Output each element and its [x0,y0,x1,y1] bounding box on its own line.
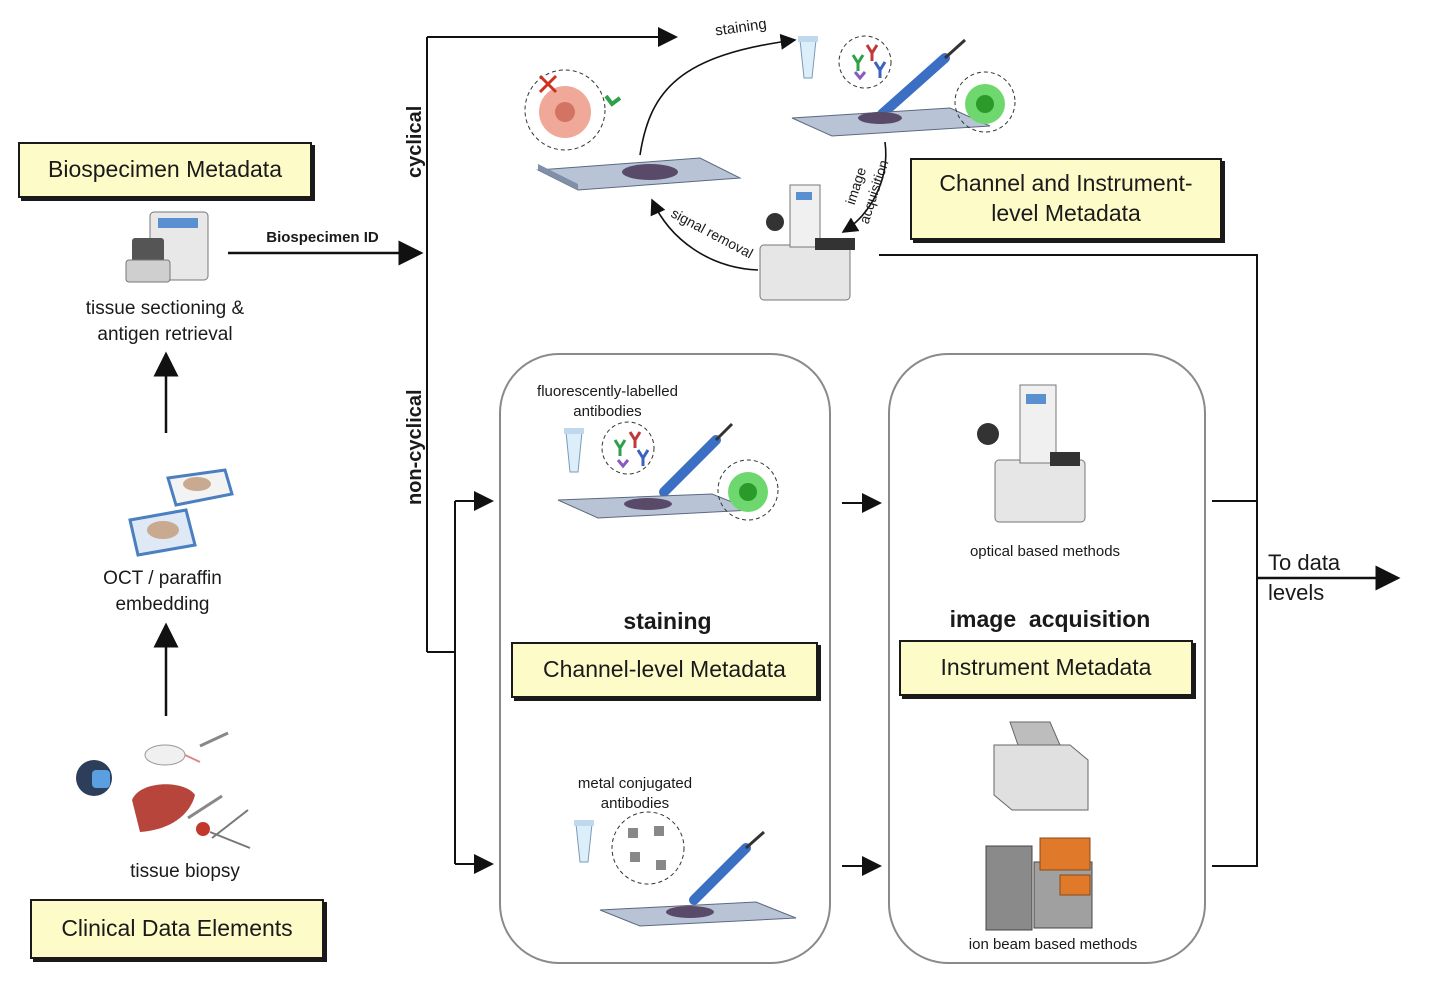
tissue-sample [858,112,902,124]
ion-beam-instrument-icon [985,837,1093,931]
biospecimen-metadata-label: Biospecimen Metadata [48,156,282,183]
staining-title: staining [623,608,712,634]
biospecimen-id-label: Biospecimen ID [266,229,379,246]
instrument-metadata-box: Instrument Metadata [899,640,1193,696]
fluorescent-antibodies-label: fluorescently-labelled antibodies [537,383,678,421]
antibody-icon [601,421,655,475]
embedding-label: OCT / paraffin embedding [103,568,222,615]
slide-icon [536,157,742,191]
mouse-icon [144,731,229,766]
mask-icon [76,760,112,796]
arc-image-acquisition [841,141,887,233]
biospecimen-metadata-box: Biospecimen Metadata [18,142,312,198]
tube-icon [564,428,584,473]
tube-icon [574,820,594,863]
channel-instrument-metadata-box: Channel and Instrument-level Metadata [910,158,1222,240]
instrument-metadata-label: Instrument Metadata [940,654,1152,681]
to-data-levels-label: To data levels [1268,550,1341,605]
fluorescent-cell-icon [717,459,779,521]
clinical-data-box: Clinical Data Elements [30,899,324,959]
pipette-icon [659,422,734,497]
fluorescent-cell-icon [954,71,1016,133]
cell-icon [524,69,622,151]
mass-cytometer-icon [993,721,1089,811]
line-cyclical-to-data [879,254,1258,867]
microscope-icon [977,384,1086,523]
channel-level-metadata-label: Channel-level Metadata [543,656,786,683]
image-acquisition-title: image acquisition [949,606,1151,632]
arc-signal-removal [650,198,759,271]
arc-staining [639,33,797,156]
channel-level-metadata-box: Channel-level Metadata [511,642,818,698]
ion-beam-methods-label: ion beam based methods [968,936,1138,953]
clinical-data-label: Clinical Data Elements [61,915,293,942]
cassette-icon [128,468,234,557]
antibody-icon [611,811,685,885]
antibody-icon [838,35,892,89]
optical-methods-label: optical based methods [969,543,1121,560]
metal-antibodies-label: metal conjugated antibodies [577,775,693,813]
sectioning-label: tissue sectioning & antigen retrieval [85,298,245,345]
microscope-icon [759,184,855,301]
tissue-sample [666,906,714,918]
microtome-icon [125,211,209,283]
liver-icon [132,784,251,849]
pipette-icon [689,830,765,905]
tissue-sample [624,498,672,510]
channel-instrument-metadata-label: Channel and Instrument-level Metadata [939,170,1193,226]
biopsy-label: tissue biopsy [130,861,240,882]
tube-icon [798,36,818,79]
